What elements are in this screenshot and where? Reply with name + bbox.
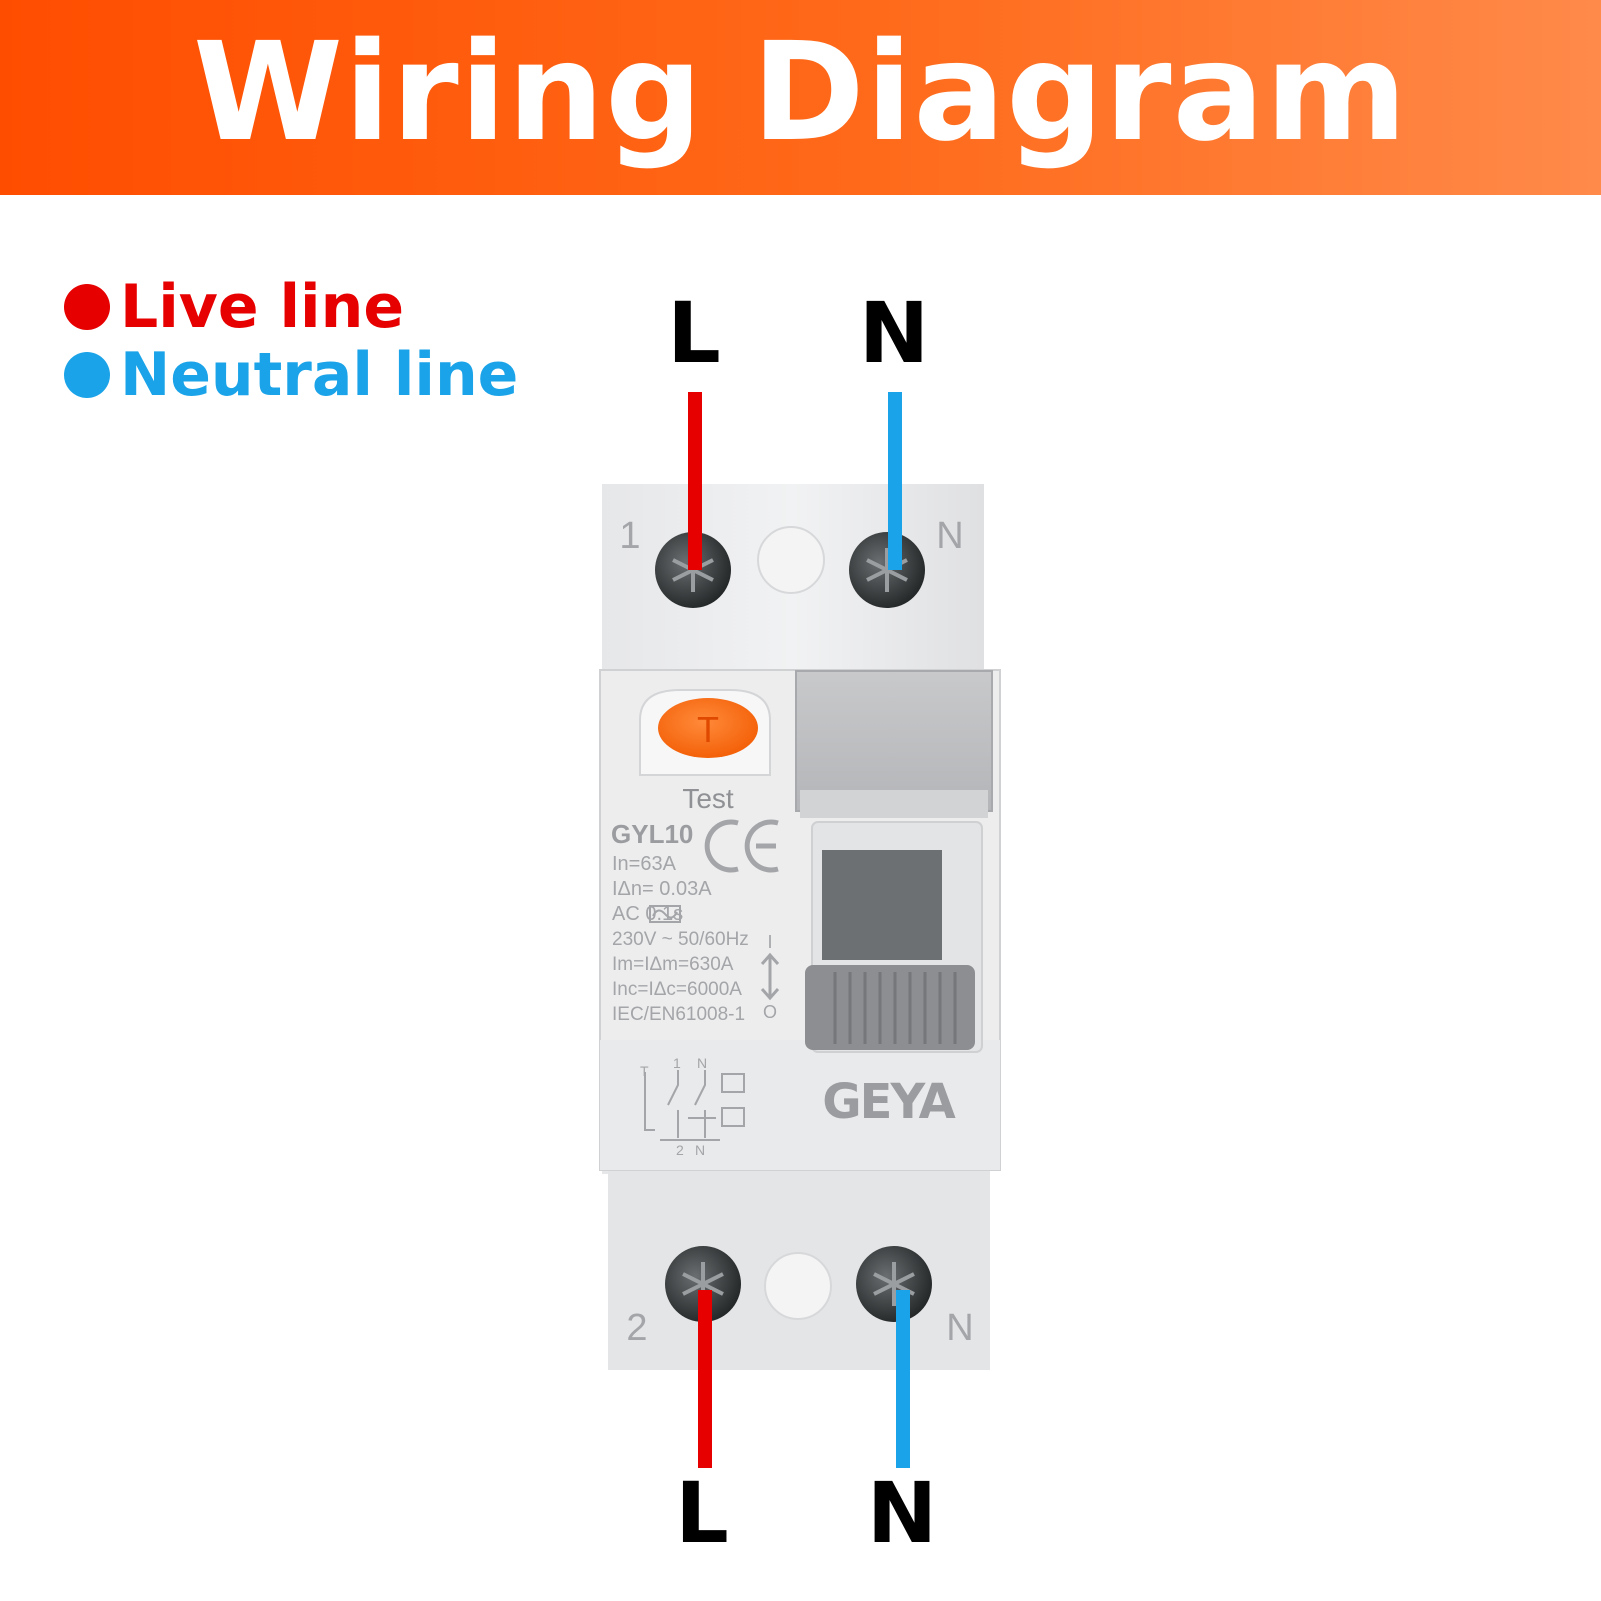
toggle-slot [822,850,942,960]
toggle-lever[interactable] [805,965,975,1050]
ac-wave-icon [652,909,678,919]
schematic-label-n-top: N [697,1055,707,1071]
legend-label-neutral: Neutral line [120,340,519,410]
spec-line-6: Inc=IΔc=6000A [612,979,742,1000]
live-wire-top [688,392,702,570]
live-dot-icon [64,284,110,330]
brand-logo: GEYA [822,1074,955,1130]
ac-type-icon [649,905,681,923]
cover-lip [800,790,988,818]
terminal-hole-top-center [757,526,825,594]
transparent-cover [795,670,993,812]
spec-line-3: AC 0.1s [612,903,683,925]
terminal-label-bottom-live: L [675,1464,729,1562]
live-wire-bottom [698,1290,712,1468]
schematic-label-t: T [640,1063,649,1079]
spec-line-1: In=63A [612,853,677,875]
title-banner: Wiring Diagram [0,0,1601,195]
spec-line-5: Im=IΔm=630A [612,954,734,975]
page-title: Wiring Diagram [192,14,1409,172]
terminal-label-top-neutral: N [858,284,930,382]
test-label: Test [682,783,734,814]
spec-line-2: IΔn= 0.03A [612,878,712,900]
brand-panel [600,1040,1000,1170]
legend-label-live: Live line [120,272,405,342]
model-label: GYL10 [611,819,693,849]
neutral-dot-icon [64,352,110,398]
terminal-label-bottom-neutral: N [866,1464,938,1562]
marking-n-top: N [936,515,963,557]
spec-line-7: IEC/EN61008-1 [612,1004,745,1025]
toggle-grip-icon [833,972,957,1044]
terminal-label-top-live: L [667,284,721,382]
switch-mark-off: O [763,1002,777,1022]
ce-mark-icon [704,819,779,873]
internal-schematic-icon [644,1070,745,1141]
neutral-wire-bottom [896,1290,910,1468]
test-button-letter: T [697,709,719,750]
switch-mark-on: I [767,932,772,952]
schematic-label-1: 1 [673,1055,681,1071]
marking-2: 2 [626,1307,647,1349]
marking-1: 1 [619,515,640,557]
schematic-label-2: 2 [676,1142,684,1158]
schematic-label-n-bottom: N [695,1142,705,1158]
neutral-wire-top [888,392,902,570]
spec-line-4: 230V ~ 50/60Hz [612,929,749,950]
test-button[interactable] [658,698,758,758]
switch-direction-arrow-icon [760,952,780,1001]
terminal-hole-bottom-center [764,1252,832,1320]
marking-n-bottom: N [946,1307,973,1349]
